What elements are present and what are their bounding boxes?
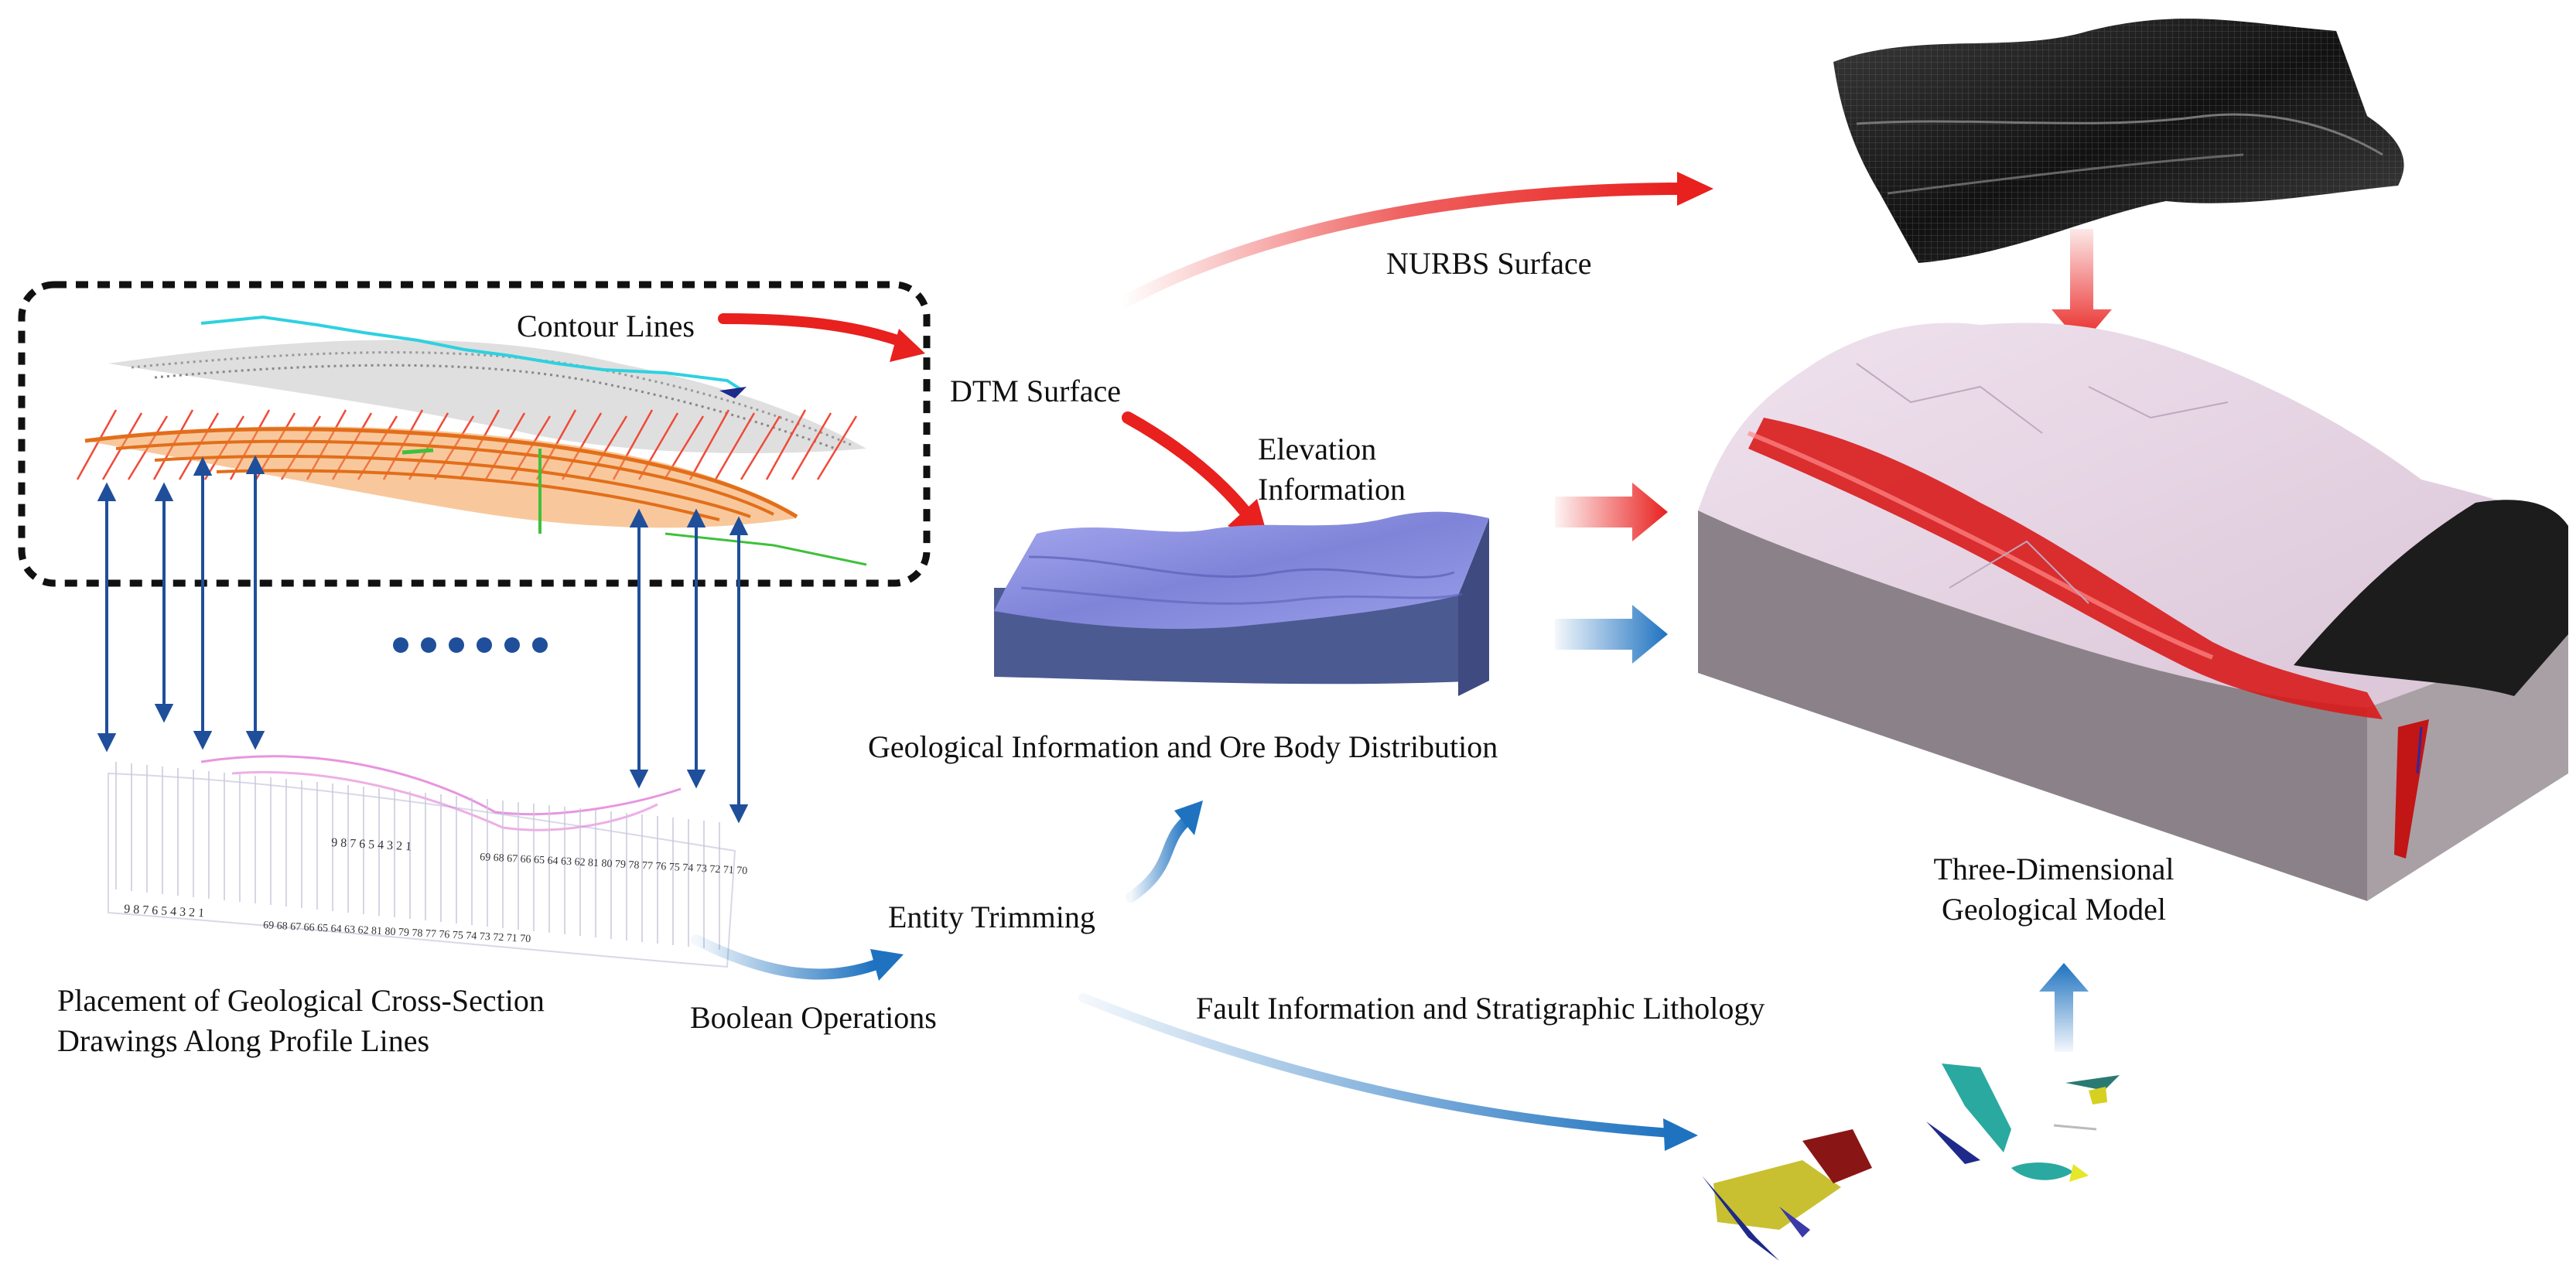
section-numbers-front-right: 69 68 67 66 65 64 63 62 81 80 79 78 77 7…: [263, 920, 531, 945]
label-geological-information: Geological Information and Ore Body Dist…: [868, 729, 1498, 764]
hatch-line: [791, 412, 832, 480]
fault-fragments: [1702, 1063, 2120, 1261]
contour-panel: [18, 281, 931, 587]
hatch-line: [765, 409, 807, 480]
cross-section-fence: [108, 755, 736, 968]
label-three-dimensional-model: Three-Dimensional Geological Model: [1933, 852, 2175, 927]
double-arrow: [245, 455, 265, 750]
label-fault-information: Fault Information and Stratigraphic Lith…: [1196, 991, 1765, 1026]
double-arrow: [686, 508, 706, 789]
double-arrow: [629, 508, 649, 789]
profile-link-arrows: [97, 455, 749, 824]
hatch-line: [740, 415, 781, 480]
label-contour-lines: Contour Lines: [517, 309, 695, 343]
ellipsis-dots: [393, 637, 548, 653]
dtm-block: [994, 511, 1489, 696]
double-arrow: [97, 482, 117, 753]
label-entity-trimming: Entity Trimming: [888, 900, 1095, 934]
section-numbers-back-right: 69 68 67 66 65 64 63 62 81 80 79 78 77 7…: [480, 852, 748, 877]
label-dtm-surface: DTM Surface: [950, 374, 1122, 408]
three-dimensional-model-block: [1698, 323, 2568, 901]
label-boolean-operations: Boolean Operations: [690, 1000, 937, 1035]
label-elevation-information: Elevation Information: [1258, 432, 1406, 507]
double-arrow: [193, 456, 213, 750]
label-placement-cross-section: Placement of Geological Cross-Section Dr…: [57, 983, 545, 1058]
hatch-line: [76, 409, 118, 480]
hatch-line: [688, 409, 730, 480]
nurbs-surface-mesh: [1833, 19, 2404, 264]
hatch-line: [816, 415, 858, 480]
section-numbers-back: 9 8 7 6 5 4 3 2 1: [331, 836, 412, 853]
double-arrow: [729, 516, 749, 824]
double-arrow: [154, 482, 174, 723]
section-numbers-front: 9 8 7 6 5 4 3 2 1: [124, 903, 205, 920]
blue-arrows: [691, 605, 2089, 1151]
hatch-line: [714, 412, 756, 480]
label-nurbs-surface: NURBS Surface: [1386, 246, 1592, 281]
